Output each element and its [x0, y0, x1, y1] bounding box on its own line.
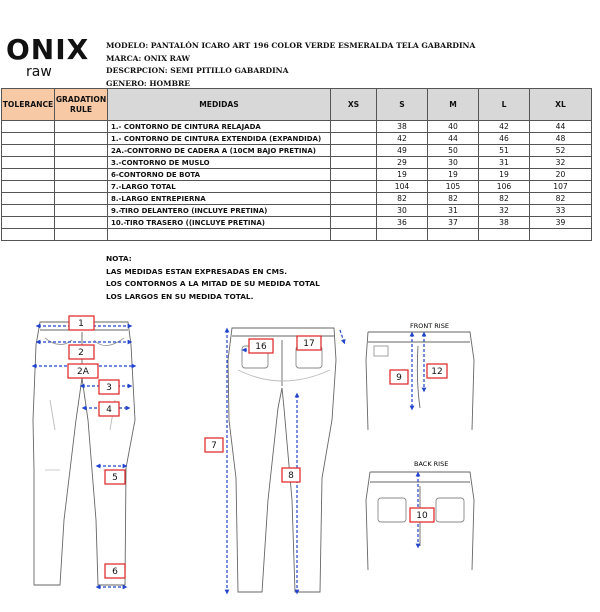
label-box-4 [98, 401, 120, 417]
header-description: DESCRPCION: SEMI PITILLO GABARDINA [106, 66, 289, 75]
table-row: 1.- CONTORNO DE CINTURA EXTENDIDA (EXPAN… [1, 132, 592, 145]
note-title: NOTA: [106, 254, 132, 263]
label-16: 16 [255, 342, 267, 352]
label-box-8 [281, 467, 301, 483]
back-rise-title: BACK RISE [414, 460, 448, 468]
label-box-12 [426, 363, 448, 379]
header-gender: GENERO: HOMBRE [106, 78, 191, 88]
col-header-xs: XS [330, 88, 377, 121]
product-header: MODELO: PANTALÓN ICARO ART 196 COLOR VER… [106, 40, 475, 90]
label-box-1 [68, 315, 95, 331]
note-line: LOS CONTORNOS A LA MITAD DE SU MEDIDA TO… [106, 279, 320, 289]
col-header-xl: XL [529, 88, 592, 121]
label-3: 3 [106, 383, 112, 393]
label-10: 10 [416, 511, 428, 521]
label-box-6 [104, 563, 126, 579]
label-box-9 [389, 369, 409, 385]
label-2: 2 [78, 348, 84, 358]
logo-subbrand: raw [26, 64, 52, 80]
label-7: 7 [211, 441, 217, 451]
col-header-medidas: MEDIDAS [107, 88, 331, 121]
label-box-3 [98, 379, 120, 395]
header-model: MODELO: PANTALÓN ICARO ART 196 COLOR VER… [106, 41, 476, 50]
label-markers [67, 315, 448, 579]
label-box-5 [104, 469, 126, 485]
label-box-17 [296, 335, 322, 351]
note-line: LAS MEDIDAS ESTAN EXPRESADAS EN CMS. [106, 266, 288, 276]
label-2a: 2A [77, 367, 90, 377]
label-box-7 [204, 437, 224, 453]
label-9: 9 [396, 373, 402, 383]
size-xl-cell [529, 228, 592, 241]
label-box-10 [409, 507, 435, 523]
label-5: 5 [112, 473, 118, 483]
header-brand: MARCA: ONIX RAW [106, 53, 190, 63]
table-header-row: TOLERANCE GRADATION RULE MEDIDAS XS S M … [1, 88, 592, 121]
table-row [1, 228, 592, 241]
note-line: LOS LARGOS EN SU MEDIDA TOTAL. [106, 291, 254, 301]
measurement-table: TOLERANCE GRADATION RULE MEDIDAS XS S M … [1, 88, 592, 241]
col-header-m: M [427, 88, 479, 121]
label-6: 6 [112, 567, 118, 577]
notes-block: NOTA: LAS MEDIDAS ESTAN EXPRESADAS EN CM… [106, 253, 320, 303]
front-rise-title: FRONT RISE [410, 322, 449, 330]
front-rise-drawing [365, 331, 475, 431]
col-header-tolerance: TOLERANCE [1, 88, 55, 121]
label-8: 8 [288, 471, 294, 481]
back-pants-drawing [227, 327, 337, 593]
label-box-16 [248, 338, 274, 354]
front-pants-drawing [32, 321, 136, 586]
brand-logo: ONIX raw [6, 36, 96, 92]
label-12: 12 [431, 367, 442, 377]
label-box-2 [68, 344, 95, 360]
back-measure-lines [224, 327, 346, 595]
label-17: 17 [303, 339, 314, 349]
label-4: 4 [106, 405, 112, 415]
label-box-2a [67, 363, 99, 379]
label-1: 1 [78, 319, 84, 329]
label-texts: 1 2 2A 3 4 5 6 16 17 7 8 9 12 10 [77, 319, 443, 577]
logo-brand: ONIX [6, 33, 90, 66]
front-rise-measure-lines [409, 331, 427, 411]
